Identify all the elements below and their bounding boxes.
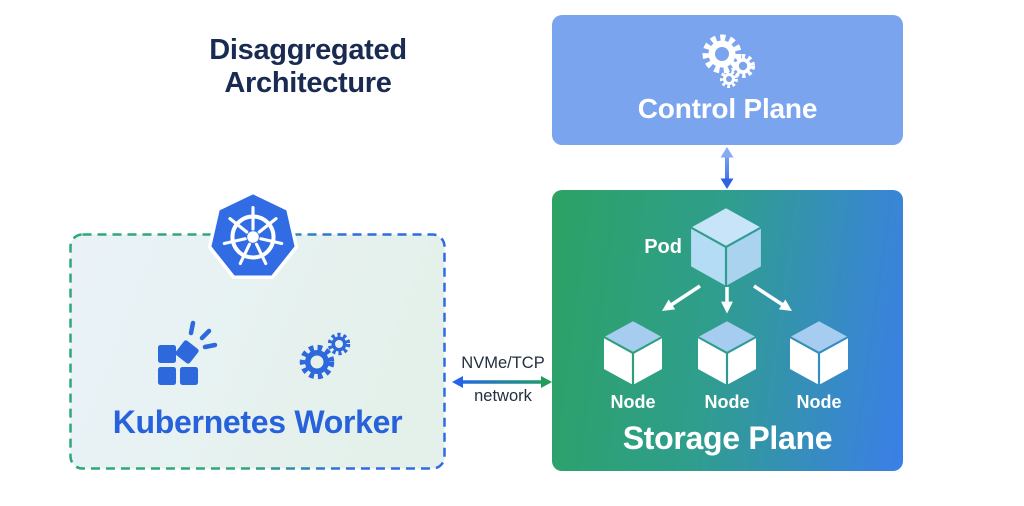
kubernetes-worker-box: [69, 233, 446, 470]
node-cube-icon: [698, 321, 756, 385]
node-label: Node: [796, 392, 842, 412]
node-cube-icon: [790, 321, 848, 385]
storage-plane-label: Storage Plane: [622, 420, 833, 456]
network-label-line2: network: [474, 387, 532, 405]
node-label: Node: [704, 392, 750, 412]
node-cube-icon: [604, 321, 662, 385]
gears-icon: [299, 332, 351, 380]
nvme-tcp-arrow: [452, 376, 552, 388]
network-label-line1: NVMe/TCP: [461, 354, 545, 372]
pod-label: Pod: [644, 236, 682, 258]
diagram-title: Disaggregated Architecture: [209, 34, 407, 100]
pod-cube-icon: [691, 208, 761, 286]
modules-icon: [158, 320, 218, 385]
control-plane-box: Control Plane: [552, 15, 903, 145]
control-storage-arrow: [720, 147, 734, 189]
gears-icon: [702, 34, 755, 88]
kubernetes-worker-label: Kubernetes Worker: [112, 404, 403, 440]
storage-plane-box: Pod Node Nod: [552, 190, 903, 471]
node-label: Node: [610, 392, 656, 412]
pod-to-node-arrows: [662, 284, 792, 314]
kubernetes-logo: [207, 190, 299, 280]
control-plane-label: Control Plane: [637, 93, 818, 124]
